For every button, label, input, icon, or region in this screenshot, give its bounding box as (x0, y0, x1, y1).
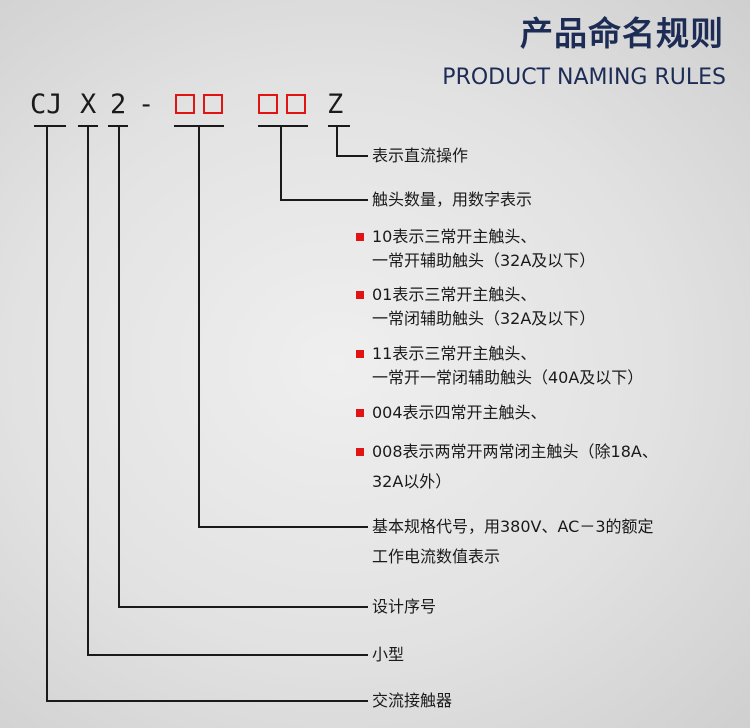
bullet-square (356, 350, 364, 358)
label-basic-spec: 基本规格代号，用380V、AC－3的额定 (372, 517, 654, 536)
placeholder-box (286, 94, 306, 114)
label-contacts-count: 触头数量，用数字表示 (372, 190, 533, 209)
label-basic-spec: 工作电流数值表示 (372, 547, 501, 566)
list-item-line: 一常开一常闭辅助触头（40A及以下） (372, 368, 644, 387)
connector-line (198, 125, 200, 528)
bullet-square (356, 233, 364, 241)
underline-cj (34, 125, 66, 127)
code-2: 2 (110, 89, 127, 120)
connector-line (46, 700, 368, 702)
label-small-type: 小型 (372, 645, 405, 664)
label-ac-contactor: 交流接触器 (372, 691, 453, 710)
connector-line (198, 526, 368, 528)
connector-line (46, 125, 48, 702)
underline-contacts (258, 125, 308, 127)
bullet-square (356, 448, 364, 456)
list-item-line: 004表示四常开主触头、 (372, 403, 547, 422)
underline-z (328, 125, 350, 127)
code-z: Z (327, 89, 344, 120)
connector-line (87, 125, 89, 656)
connector-line (87, 654, 368, 656)
connector-line (280, 125, 282, 201)
placeholder-box (175, 94, 195, 114)
connector-line (280, 199, 368, 201)
label-design-number: 设计序号 (372, 597, 437, 616)
list-item-line: 10表示三常开主触头、 (372, 227, 537, 246)
title-chinese: 产品命名规则 (520, 14, 724, 53)
list-item-line: 32A以外） (372, 472, 452, 491)
list-item-line: 008表示两常开两常闭主触头（除18A、 (372, 442, 658, 461)
connector-line (118, 606, 368, 608)
bullet-square (356, 409, 364, 417)
connector-line (336, 125, 338, 157)
list-item-line: 一常闭辅助触头（32A及以下） (372, 309, 596, 328)
list-item-line: 01表示三常开主触头、 (372, 285, 537, 304)
placeholder-box (258, 94, 278, 114)
code-dash: - (138, 89, 155, 120)
connector-line (118, 125, 120, 608)
bullet-square (356, 291, 364, 299)
title-english: PRODUCT NAMING RULES (442, 65, 726, 90)
label-dc-operation: 表示直流操作 (372, 146, 469, 165)
list-item-line: 一常开辅助触头（32A及以下） (372, 251, 596, 270)
placeholder-box (203, 94, 223, 114)
list-item-line: 11表示三常开主触头、 (372, 344, 537, 363)
code-x: X (80, 89, 97, 120)
connector-line (336, 155, 368, 157)
code-cj: CJ (30, 89, 63, 120)
